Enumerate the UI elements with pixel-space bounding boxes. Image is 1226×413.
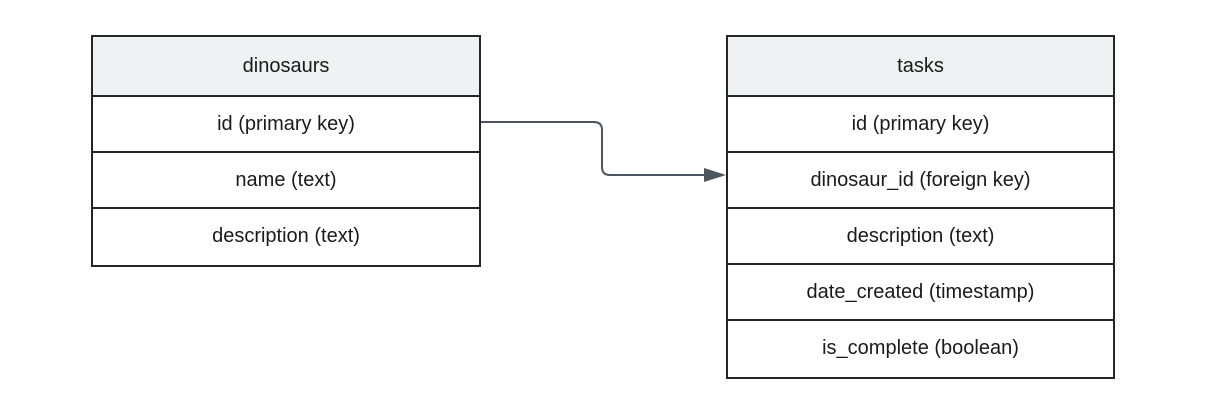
entity-title-dinosaurs: dinosaurs xyxy=(93,37,479,97)
entity-field-tasks-dinosaur-id[interactable]: dinosaur_id (foreign key) xyxy=(728,153,1113,209)
relationship-arrowhead-icon xyxy=(704,168,726,182)
entity-title-tasks: tasks xyxy=(728,37,1113,97)
entity-field-tasks-date-created[interactable]: date_created (timestamp) xyxy=(728,265,1113,321)
entity-field-dinosaurs-name[interactable]: name (text) xyxy=(93,153,479,209)
entity-field-tasks-is-complete[interactable]: is_complete (boolean) xyxy=(728,321,1113,377)
entity-table-dinosaurs[interactable]: dinosaurs id (primary key) name (text) d… xyxy=(91,35,481,267)
entity-field-dinosaurs-description[interactable]: description (text) xyxy=(93,209,479,265)
entity-field-tasks-description[interactable]: description (text) xyxy=(728,209,1113,265)
entity-field-tasks-id[interactable]: id (primary key) xyxy=(728,97,1113,153)
relationship-connector-dinosaurs-tasks[interactable] xyxy=(481,121,704,176)
entity-field-dinosaurs-id[interactable]: id (primary key) xyxy=(93,97,479,153)
entity-table-tasks[interactable]: tasks id (primary key) dinosaur_id (fore… xyxy=(726,35,1115,379)
